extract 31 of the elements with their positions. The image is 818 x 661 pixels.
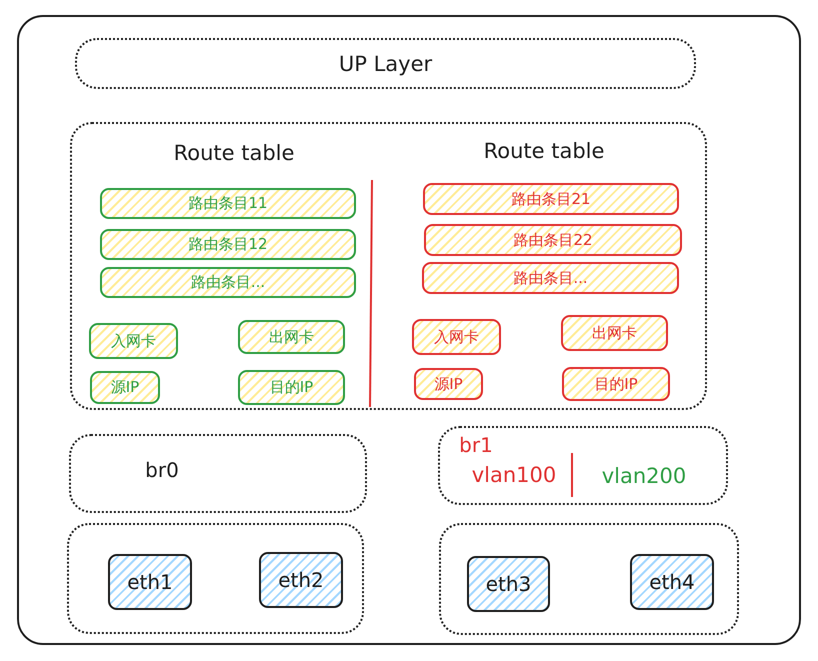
entry-box: 源IP	[90, 371, 160, 404]
interface-box: eth3	[467, 556, 550, 612]
route-entry: 路由条目11	[100, 188, 356, 219]
outer-frame	[17, 15, 801, 645]
bridge-label: br1	[459, 433, 493, 457]
interface-box: eth1	[108, 554, 192, 610]
entry-box: 入网卡	[412, 319, 501, 355]
dotted-box: UP Layer	[75, 38, 696, 89]
dotted-box	[69, 434, 367, 513]
dotted-box	[438, 426, 728, 505]
entry-box: 源IP	[414, 368, 483, 400]
route-entry: 路由条目22	[424, 224, 682, 256]
route-entry: 路由条目12	[100, 229, 356, 260]
table-heading: Route table	[484, 139, 604, 163]
bridge-label: br0	[145, 458, 179, 482]
dotted-box	[67, 523, 364, 634]
dotted-panel	[70, 122, 707, 410]
entry-box: 入网卡	[89, 323, 178, 359]
route-entry: 路由条目...	[100, 267, 356, 298]
entry-box: 出网卡	[238, 320, 345, 354]
table-heading: Route table	[174, 141, 294, 165]
vlan-label: vlan100	[472, 463, 556, 487]
route-entry: 路由条目21	[423, 183, 679, 215]
interface-box: eth4	[630, 554, 714, 610]
entry-box: 目的IP	[238, 370, 345, 405]
entry-box: 出网卡	[561, 315, 668, 351]
dotted-box	[439, 523, 739, 635]
route-entry: 路由条目...	[422, 262, 679, 294]
vlan-label: vlan200	[602, 464, 686, 488]
entry-box: 目的IP	[562, 367, 670, 401]
interface-box: eth2	[259, 552, 343, 608]
